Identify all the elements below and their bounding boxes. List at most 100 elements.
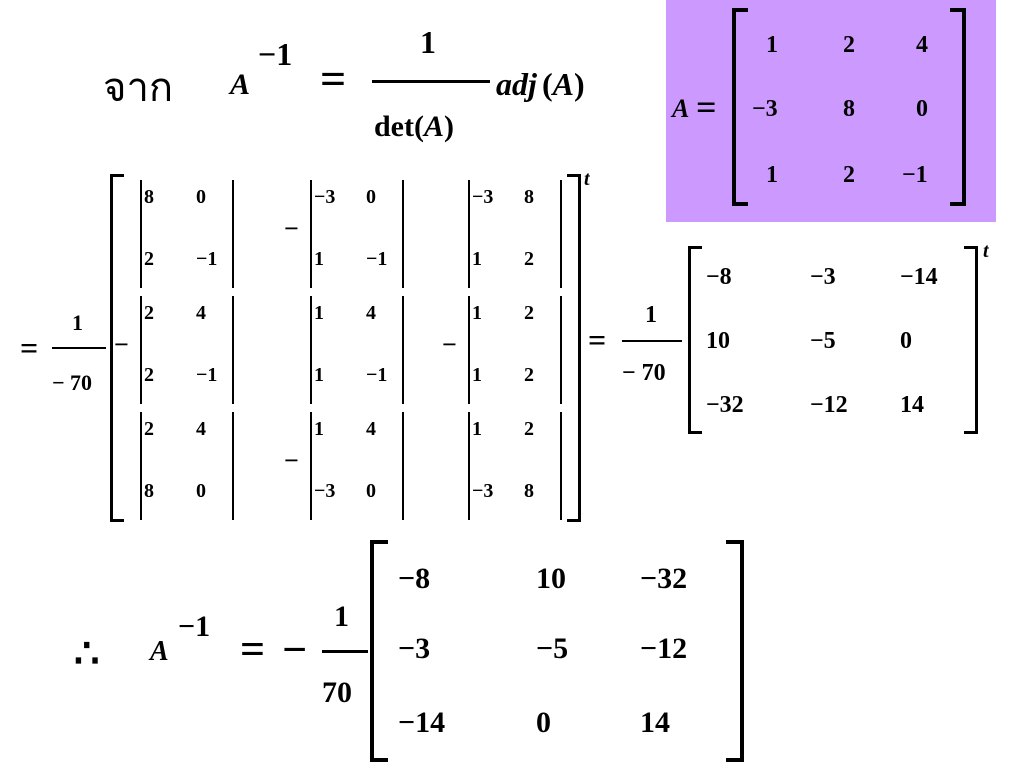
minor-entry: 0 bbox=[366, 186, 376, 208]
frac-denominator: − 70 bbox=[52, 370, 93, 395]
result-entry: −12 bbox=[640, 632, 688, 665]
minor-entry: 4 bbox=[366, 418, 376, 440]
cofactor-entry: 14 bbox=[900, 392, 924, 418]
inverse-base: A bbox=[150, 636, 169, 667]
frac-numerator: 1 bbox=[645, 302, 657, 328]
result-entry: 10 bbox=[536, 562, 566, 595]
right-bracket bbox=[740, 540, 744, 762]
cofactor-entry: −8 bbox=[706, 264, 732, 290]
minor-entry: 0 bbox=[196, 186, 206, 208]
left-bracket bbox=[370, 540, 374, 762]
result-entry: −8 bbox=[398, 562, 431, 595]
minor-sign: − bbox=[442, 330, 457, 359]
right-bracket bbox=[962, 8, 966, 206]
equals-sign: = bbox=[20, 330, 39, 366]
minor-entry: 2 bbox=[144, 248, 154, 270]
equals-sign: = bbox=[588, 322, 607, 358]
determinant-bar-left bbox=[310, 412, 312, 520]
cofactor-entry: −32 bbox=[706, 392, 744, 418]
minor-entry: 4 bbox=[366, 302, 376, 324]
minor-entry: 8 bbox=[144, 186, 154, 208]
minor-entry: 1 bbox=[314, 248, 324, 270]
inverse-base: A bbox=[230, 68, 251, 101]
determinant-bar-right bbox=[560, 180, 562, 288]
matrix-a-entry: 2 bbox=[843, 162, 855, 188]
adj-argument: (A) bbox=[542, 66, 585, 102]
minor-entry: 2 bbox=[524, 418, 534, 440]
matrix-a-entry: 0 bbox=[916, 96, 928, 122]
matrix-a-box: A = 1 2 4 −3 8 0 1 2 −1 bbox=[666, 0, 996, 222]
determinant-bar-left bbox=[310, 296, 312, 404]
fraction-bar bbox=[322, 650, 368, 653]
adj-function: adj bbox=[496, 66, 537, 102]
minor-entry: 0 bbox=[366, 480, 376, 502]
minor-entry: 1 bbox=[472, 248, 482, 270]
result-entry: −32 bbox=[640, 562, 688, 595]
matrix-a-entry: −1 bbox=[902, 162, 928, 188]
determinant-bar-left bbox=[468, 180, 470, 288]
minor-entry: −3 bbox=[472, 186, 494, 208]
matrix-a-equals: = bbox=[696, 87, 717, 127]
minor-entry: −1 bbox=[366, 364, 388, 386]
cofactor-entry: −5 bbox=[810, 328, 836, 354]
fraction-bar bbox=[52, 347, 106, 349]
frac-denominator: det(A) bbox=[374, 110, 454, 143]
minor-entry: −3 bbox=[314, 480, 336, 502]
result-entry: 14 bbox=[640, 706, 670, 739]
transpose-mark: t bbox=[584, 168, 590, 190]
matrix-a-entry: 1 bbox=[766, 32, 778, 58]
frac-numerator: 1 bbox=[72, 310, 83, 335]
minor-entry: 8 bbox=[144, 480, 154, 502]
matrix-a-entry: 8 bbox=[843, 96, 855, 122]
matrix-a-entry: 2 bbox=[843, 32, 855, 58]
minor-entry: 2 bbox=[524, 248, 534, 270]
result-entry: −5 bbox=[536, 632, 569, 665]
frac-denominator: 70 bbox=[322, 676, 352, 709]
matrix-a-label: A bbox=[672, 94, 690, 123]
minor-entry: 2 bbox=[144, 364, 154, 386]
minor-entry: 1 bbox=[472, 302, 482, 324]
determinant-bar-right bbox=[402, 296, 404, 404]
determinant-bar-left bbox=[140, 296, 142, 404]
minor-entry: 0 bbox=[196, 480, 206, 502]
equals-sign: = bbox=[320, 53, 347, 104]
left-bracket bbox=[110, 174, 113, 522]
determinant-bar-left bbox=[140, 412, 142, 520]
determinant-bar-right bbox=[232, 180, 234, 288]
minor-entry: −3 bbox=[472, 480, 494, 502]
result-entry: 0 bbox=[536, 706, 551, 739]
left-bracket bbox=[732, 8, 736, 206]
minor-entry: 2 bbox=[524, 364, 534, 386]
inverse-exponent: −1 bbox=[178, 610, 211, 643]
minor-sign: − bbox=[284, 214, 299, 243]
minor-entry: 2 bbox=[144, 418, 154, 440]
equals-sign: = bbox=[240, 625, 266, 674]
determinant-bar-left bbox=[468, 296, 470, 404]
minor-entry: −3 bbox=[314, 186, 336, 208]
cofactor-entry: 0 bbox=[900, 328, 912, 354]
minor-entry: 4 bbox=[196, 302, 206, 324]
cofactor-entry: −14 bbox=[900, 264, 938, 290]
therefore-symbol: ∴ bbox=[74, 631, 100, 676]
determinant-bar-right bbox=[560, 296, 562, 404]
transpose-mark: t bbox=[983, 240, 989, 262]
minor-entry: −1 bbox=[196, 248, 218, 270]
fraction-bar bbox=[622, 340, 682, 342]
minor-entry: −1 bbox=[196, 364, 218, 386]
fraction-bar bbox=[372, 80, 490, 83]
minor-entry: 1 bbox=[472, 418, 482, 440]
determinant-bar-right bbox=[402, 412, 404, 520]
inverse-exponent: −1 bbox=[258, 36, 293, 72]
frac-denominator: − 70 bbox=[622, 360, 666, 386]
determinant-bar-right bbox=[232, 296, 234, 404]
left-bracket bbox=[688, 246, 691, 434]
determinant-bar-right bbox=[232, 412, 234, 520]
right-bracket bbox=[578, 174, 581, 522]
minor-entry: 1 bbox=[314, 364, 324, 386]
determinant-bar-left bbox=[310, 180, 312, 288]
minor-entry: 2 bbox=[144, 302, 154, 324]
minor-sign: − bbox=[284, 446, 299, 475]
minor-entry: 8 bbox=[524, 186, 534, 208]
minor-entry: 4 bbox=[196, 418, 206, 440]
right-bracket bbox=[975, 246, 978, 434]
